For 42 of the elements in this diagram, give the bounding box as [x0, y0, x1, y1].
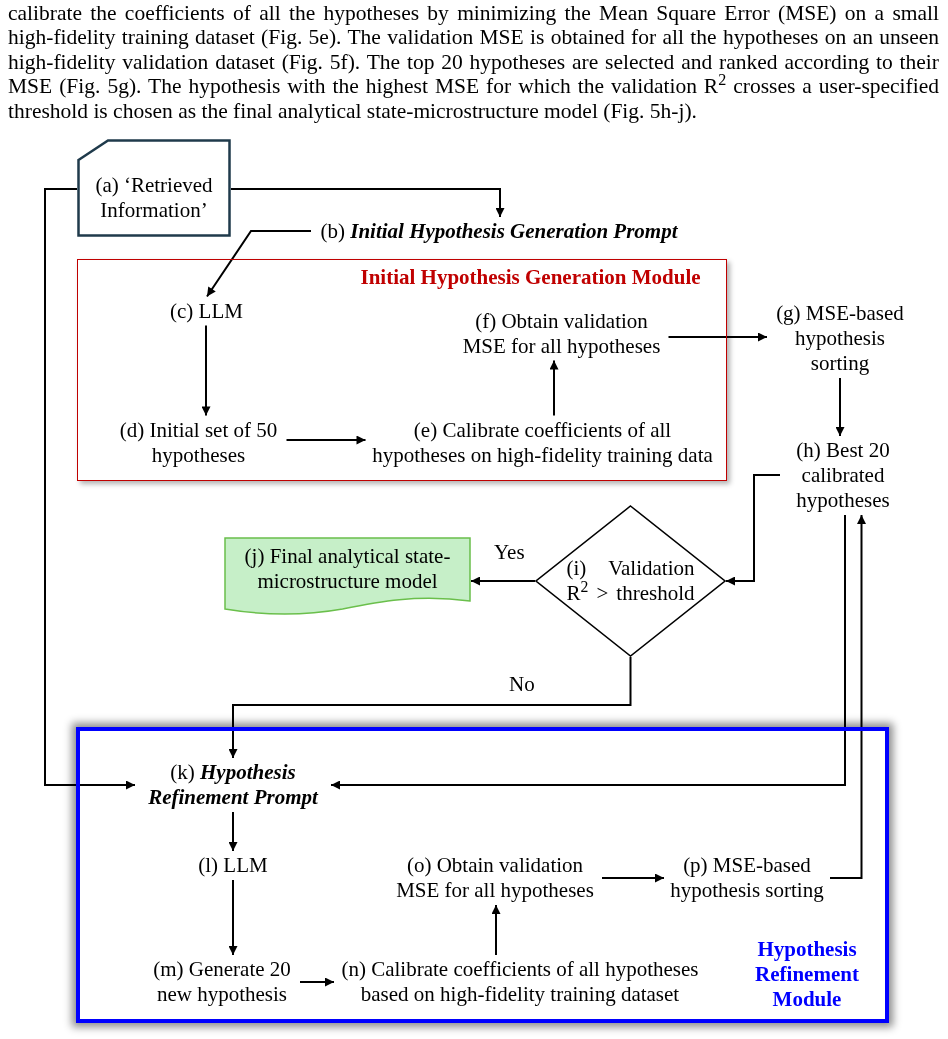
module-title: Initial Hypothesis Generation Module [360, 264, 701, 290]
arrow [549, 359, 559, 417]
arrow [667, 332, 768, 342]
step-label: (h) Best 20 calibrated hypotheses [780, 436, 906, 515]
step-label: (d) Initial set of 50 hypotheses [110, 415, 287, 470]
step-label: (l) LLM [183, 851, 283, 880]
arrow [601, 873, 665, 883]
step-label: (p) MSE-based hypothesis sorting [664, 851, 830, 905]
document-shape [224, 537, 471, 616]
step-label: (n) Calibrate coefficients of all hypotheses based on high-fidelity training dataset [334, 955, 706, 1009]
step-label: (f) Obtain validation MSE for all hypotheses [454, 306, 669, 361]
document-text: (j) Final analytical state-microstructure model [243, 544, 452, 594]
step-label: (e) Calibrate coefficients of all hypotheses on high-fidelity training data [365, 415, 720, 470]
step-label: (o) Obtain validation MSE for all hypotheses [388, 851, 602, 905]
prompt-label: (k) Hypothesis Refinement Prompt [135, 758, 331, 812]
arrow [285, 435, 367, 445]
module-box [77, 259, 727, 481]
paragraph-text: calibrate the coefficients of all the hypotheses by minimizing the Mean Square Error (MSE) on a small high-fidelity training dataset (Fig. 5e). The validation MSE is obtained for all the hypotheses on an unseen high-fidelity validation dataset (Fig. 5f). The top 20 hypotheses are selected and ranked according to their MSE (Fig. 5g). The hypothesis with the highest MSE for which the validation R$^{2}$ crosses a user-specified threshold is chosen as the final analytical state-microstructure model (Fig. 5h-j). [8, 1, 939, 124]
box-text: (a) ‘Retrieved Information’ [94, 173, 214, 223]
arrow [228, 656, 632, 759]
arrow [491, 904, 501, 956]
step-label: (g) MSE-based hypothesis sorting [767, 299, 913, 378]
arrow [470, 576, 536, 586]
module-title: Hypothesis Refinement Module [754, 937, 860, 1012]
arrow [230, 188, 505, 218]
arrow [725, 474, 781, 586]
decision-text: (i) Validation R$^{2}$ > threshold [566, 556, 695, 606]
module-box [76, 727, 889, 1023]
arrow [228, 879, 238, 956]
arrow [206, 230, 312, 298]
arrow [829, 514, 866, 879]
info-box [77, 139, 231, 237]
arrow [330, 514, 846, 790]
prompt-label: (b) Initial Hypothesis Generation Prompt [311, 217, 687, 246]
arrow [835, 377, 845, 437]
arrow [201, 324, 211, 417]
decision-diamond [535, 505, 726, 657]
arrow [44, 188, 136, 790]
arrow [228, 811, 238, 852]
step-label: (m) Generate 20 new hypothesis [144, 955, 300, 1009]
step-label: (c) LLM [156, 296, 257, 326]
arrow [299, 977, 335, 987]
